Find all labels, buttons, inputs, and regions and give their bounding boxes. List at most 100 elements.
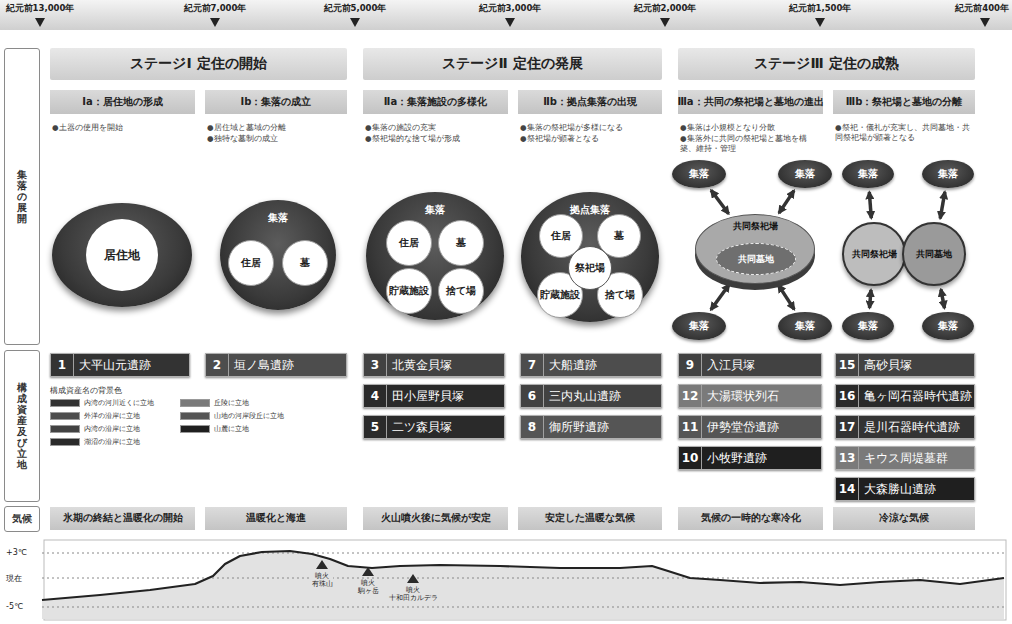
- phase-note: ●集落外に共同の祭祀場と墓地を構築、維持・管理: [680, 134, 821, 154]
- climate-band: 火山噴火後に気候が安定: [363, 507, 508, 530]
- site-box: 11伊勢堂岱遺跡: [678, 415, 822, 439]
- phase-note: ●集落の施設の充実: [365, 123, 506, 133]
- legend-text: 湖沼の沿岸に立地: [84, 438, 140, 446]
- stage-band: ステージⅠ 定住の開始: [50, 48, 347, 80]
- site-box: 10小牧野遺跡: [678, 446, 822, 470]
- temperature-gridlines: [42, 553, 1004, 607]
- site-box-text: 大平山元遺跡: [74, 354, 151, 376]
- axis-label: 現在: [6, 573, 22, 584]
- site-box-text: 8: [521, 416, 544, 438]
- facility-circle-text: 祭祀場: [575, 262, 605, 275]
- site-box-text: キウス周堤墓群: [859, 447, 948, 469]
- axis-label: -5℃: [6, 602, 23, 611]
- site-box-text: 1: [51, 354, 74, 376]
- phase-band: Ⅲb：祭祀場と墓地の分離: [833, 90, 975, 114]
- site-box-text: 大船遺跡: [544, 354, 597, 376]
- site-box-text: 3: [364, 354, 387, 376]
- phase-band: Ⅰa：居住地の形成: [50, 90, 195, 114]
- site-box-text: 17: [836, 416, 859, 438]
- tick: [350, 18, 360, 27]
- eruption-marker: [407, 574, 419, 583]
- site-box-text: 高砂貝塚: [859, 354, 912, 376]
- site-box-text: 6: [521, 385, 544, 407]
- site-box-text: 伊勢堂岱遺跡: [702, 416, 779, 438]
- site-box-text: 小牧野遺跡: [702, 447, 767, 469]
- facility-circle-text: 住居: [241, 257, 261, 270]
- phase-note: ●祭祀場が顕著となる: [520, 134, 660, 144]
- shared-ritual-disc: 共同祭祀場: [842, 222, 906, 286]
- site-box-text: 15: [836, 354, 859, 376]
- site-box: 7大船遺跡: [520, 353, 662, 377]
- eruption-label: 噴火 駒ヶ岳: [358, 579, 379, 595]
- settlement-ellipse-text: 集落: [938, 319, 958, 333]
- facility-circle-text: 捨て場: [605, 289, 635, 302]
- legend-swatch: [50, 438, 80, 446]
- site-box-text: 9: [679, 354, 702, 376]
- facility-circle-text: 住居: [399, 237, 419, 250]
- row-label-box-text: 気候: [12, 512, 32, 526]
- settlement-ellipse-text: 集落: [938, 167, 958, 181]
- tick: [35, 18, 45, 27]
- site-box: 5二ツ森貝塚: [363, 415, 505, 439]
- site-box-text: 亀ヶ岡石器時代遺跡: [859, 385, 972, 407]
- phase-band: Ⅰb：集落の成立: [205, 90, 347, 114]
- legend-swatch: [50, 425, 80, 433]
- site-box: 16亀ヶ岡石器時代遺跡: [835, 384, 975, 408]
- phase-band-text: Ⅲa：共同の祭祀場と墓地の進出: [677, 95, 823, 109]
- site-box: 13キウス周堤墓群: [835, 446, 975, 470]
- site-box-text: 16: [836, 385, 859, 407]
- site-box-text: 三内丸山遺跡: [544, 385, 621, 407]
- timeline-year: 紀元前400年: [955, 3, 1009, 15]
- exchange-arrow: [779, 191, 794, 214]
- facility-circle-text: 捨て場: [446, 285, 476, 298]
- temperature-area: [42, 551, 1004, 619]
- phase-note: ●居住域と墓域の分離: [207, 123, 345, 133]
- phase-band: Ⅱb：拠点集落の出現: [518, 90, 662, 114]
- legend-title: 構成資産名の背景色: [50, 386, 122, 396]
- site-box-text: 大森勝山遺跡: [859, 478, 936, 500]
- facility-circle: 貯蔵施設: [386, 268, 432, 314]
- legend-swatch: [180, 425, 210, 433]
- site-box-text: 大湯環状列石: [702, 385, 779, 407]
- site-box-text: 御所野遺跡: [544, 416, 609, 438]
- site-box: 15高砂貝塚: [835, 353, 975, 377]
- site-box: 6三内丸山遺跡: [520, 384, 662, 408]
- climate-band: 冷涼な気候: [833, 507, 975, 530]
- site-box: 8御所野遺跡: [520, 415, 662, 439]
- timeline-ticks: [35, 18, 990, 27]
- timeline-year: 紀元前13,000年: [6, 3, 75, 15]
- gridline: [42, 553, 1004, 554]
- facility-circle: 捨て場: [438, 268, 484, 314]
- settlement-ellipse: 集落: [672, 160, 726, 188]
- settlement-disc: 集落住居墓貯蔵施設捨て場: [366, 192, 504, 320]
- climate-band-text: 火山噴火後に気候が安定: [381, 512, 491, 525]
- facility-circle-text: 墓: [614, 230, 624, 243]
- axis-label: +3℃: [6, 548, 27, 557]
- climate-band: 氷期の終結と温暖化の開始: [50, 507, 195, 530]
- shared-ritual-disc-text: 共同祭祀場: [852, 248, 897, 261]
- stage-band-text: ステージⅡ 定住の発展: [442, 55, 582, 73]
- legend-swatch: [180, 412, 210, 420]
- row-label-box: 気候: [4, 506, 40, 532]
- climate-band-text: 温暖化と海進: [246, 512, 306, 525]
- settlement-disc: 居住地: [52, 203, 192, 307]
- timeline-year: 紀元前5,000年: [324, 3, 387, 15]
- settlement-disc-text: 拠点集落: [570, 203, 610, 217]
- settlement-ellipse-text: 集落: [858, 319, 878, 333]
- eruption-label: 噴火 有珠山: [312, 572, 333, 588]
- facility-circle-text: 貯蔵施設: [540, 289, 580, 302]
- site-box-text: 入江貝塚: [702, 354, 755, 376]
- facility-circle-text: 貯蔵施設: [389, 285, 429, 298]
- facility-circle-text: 墓: [456, 237, 466, 250]
- tick: [210, 18, 220, 27]
- phase-note: ●集落は小規模となり分散: [680, 123, 821, 133]
- shared-cemetery-ellipse-text: 共同墓地: [738, 253, 774, 266]
- facility-circle: 墓: [438, 220, 484, 266]
- site-box-text: 是川石器時代遺跡: [859, 416, 960, 438]
- climate-band: 温暖化と海進: [205, 507, 347, 530]
- site-box-text: 二ツ森貝塚: [387, 416, 452, 438]
- exchange-arrow: [940, 192, 945, 219]
- site-box-text: 10: [679, 447, 702, 469]
- timeline-year: 紀元前7,000年: [184, 3, 247, 15]
